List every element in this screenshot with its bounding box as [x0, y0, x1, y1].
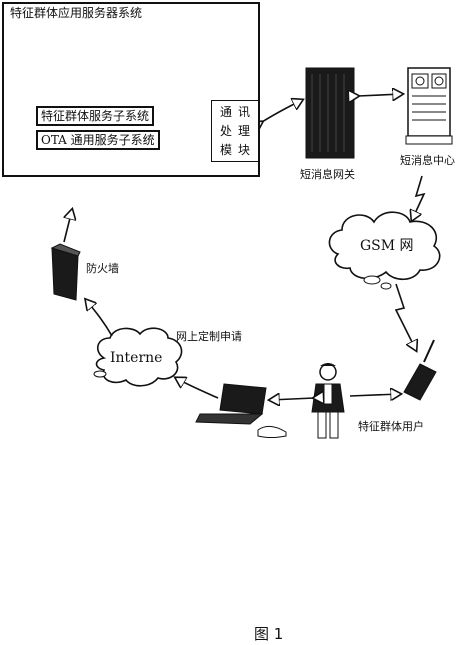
laptop-internet-arrow: [176, 378, 219, 399]
user-laptop-arrow: [270, 398, 314, 400]
internet-label: Interne: [110, 350, 163, 366]
gateway-center-arrow: [358, 94, 402, 96]
firewall-icon: [50, 243, 81, 301]
user-mobile-arrow: [349, 394, 400, 396]
comm-module-char: 处: [220, 124, 233, 138]
shoe-icon: [257, 425, 287, 438]
laptop-icon: [195, 383, 267, 425]
online-request-label: 网上定制申请: [176, 330, 242, 343]
comm-module-char: 理: [238, 124, 251, 138]
comm-module-char: 通: [220, 105, 233, 119]
comm-module-char: 讯: [238, 105, 251, 119]
internet-cloud-icon: [95, 327, 183, 387]
server-system-title: 特征群体应用服务器系统: [10, 6, 143, 20]
subsystem-2-box: OTA 通用服务子系统: [36, 130, 160, 150]
user-icon: [311, 363, 345, 439]
sms-center-icon: [405, 67, 453, 145]
user-label: 特征群体用户: [358, 420, 424, 433]
comm-module-box: 通 讯 处 理 模 块: [211, 100, 259, 162]
firewall-server-arrow: [63, 210, 72, 243]
sms-gateway-icon: [305, 67, 355, 159]
sms-gateway-label: 短消息网关: [300, 168, 355, 181]
comm-module-char: 模: [220, 143, 233, 157]
gsm-mobile-arrow: [394, 283, 416, 350]
firewall-label: 防火墙: [86, 262, 119, 275]
center-gsm-arrow: [412, 175, 426, 220]
mobile-phone-icon: [403, 339, 437, 401]
comm-module-char: 块: [238, 143, 251, 157]
subsystem-1-box: 特征群体服务子系统: [36, 106, 155, 126]
gsm-network-label: GSM 网: [360, 238, 414, 254]
comm-gateway-arrow: [262, 100, 302, 122]
internet-firewall-arrow: [86, 300, 113, 337]
figure-caption: 图 1: [254, 625, 284, 643]
gsm-cloud-icon: [328, 211, 441, 281]
sms-center-label: 短消息中心: [400, 154, 455, 167]
